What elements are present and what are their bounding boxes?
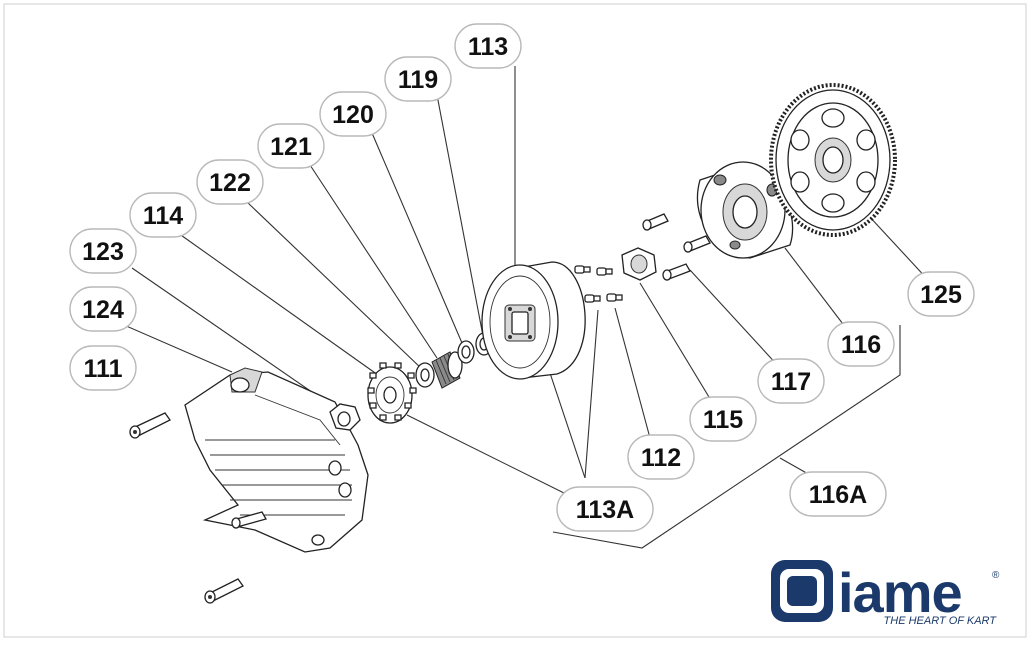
washer-122 [415, 362, 435, 388]
callout-115: 115 [689, 396, 757, 442]
logo-wordmark: iame [838, 561, 962, 624]
washer-120 [457, 340, 475, 364]
callout-114: 114 [129, 192, 197, 238]
logo-registered: ® [992, 570, 1000, 581]
callout-label: 113A [576, 496, 634, 524]
callout-label: 123 [82, 238, 124, 266]
clutch-drum-113 [481, 261, 586, 380]
callout-121: 121 [257, 123, 325, 169]
callout-label: 116 [841, 331, 881, 359]
screws-112 [574, 265, 623, 303]
callout-111: 111 [69, 345, 137, 391]
callout-112: 112 [627, 434, 695, 480]
callout-label: 112 [641, 444, 681, 472]
leader-lines [123, 66, 931, 549]
callout-label: 120 [332, 101, 374, 129]
callout-113A: 113A [556, 486, 654, 532]
bolt-111 [129, 412, 171, 439]
callout-label: 119 [398, 66, 438, 94]
hex-nut-115 [621, 247, 657, 281]
callout-120: 120 [319, 91, 387, 137]
nut-123 [329, 403, 361, 431]
callout-119: 119 [384, 56, 452, 102]
callout-117: 117 [757, 358, 825, 404]
callout-label: 116A [809, 481, 867, 509]
callout-label: 125 [920, 281, 962, 309]
housing-cover-124 [184, 367, 369, 553]
callout-label: 122 [209, 169, 251, 197]
callout-label: 115 [703, 406, 743, 434]
needle-bearing-121 [431, 351, 463, 389]
callout-124: 124 [69, 286, 137, 332]
sprocket-114 [367, 362, 417, 424]
iame-logo: iame ® THE HEART OF KART [771, 560, 1000, 627]
callout-116: 116 [827, 321, 895, 367]
callout-label: 117 [771, 368, 811, 396]
logo-tagline: THE HEART OF KART [884, 615, 998, 627]
bolts-117 [642, 213, 711, 281]
callout-113: 113 [454, 23, 522, 69]
bolt-lower [204, 578, 244, 604]
callout-label: 121 [270, 133, 312, 161]
callout-label: 124 [82, 296, 124, 324]
callout-label: 113 [468, 33, 508, 61]
callout-125: 125 [907, 271, 975, 317]
frame [3, 3, 1027, 638]
callout-123: 123 [69, 228, 137, 274]
callout-116A: 116A [789, 471, 887, 517]
callout-122: 122 [196, 159, 264, 205]
callout-label: 111 [84, 355, 123, 383]
ring-gear-125 [769, 83, 897, 237]
callout-label: 114 [143, 202, 183, 230]
